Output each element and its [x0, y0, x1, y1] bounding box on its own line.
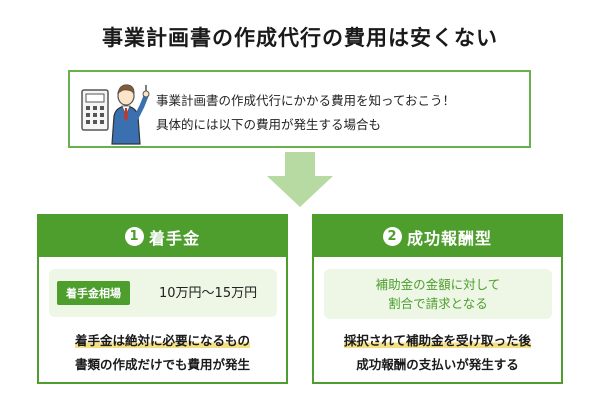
description-line-2: 成功報酬の支払いが発生する: [356, 357, 519, 372]
market-price-label: 着手金相場: [57, 281, 130, 305]
note-line-2: 割合で請求となる: [388, 296, 488, 311]
note-line-1: 補助金の金額に対して: [375, 277, 501, 292]
intro-text-line-1: 事業計画書の作成代行にかかる費用を知っておこう！: [156, 93, 456, 108]
card-header: 2 成功報酬型: [314, 216, 561, 257]
note-panel: 補助金の金額に対して 割合で請求となる: [324, 269, 552, 319]
description-line-2: 書類の作成だけでも費用が発生: [74, 357, 250, 372]
price-panel: 着手金相場 10万円〜15万円: [49, 269, 277, 317]
page-title: 事業計画書の作成代行の費用は安くない: [102, 26, 498, 50]
intro-box: 事業計画書の作成代行にかかる費用を知っておこう！ 具体的には以下の費用が発生する…: [68, 70, 531, 148]
intro-text-line-2: 具体的には以下の費用が発生する場合も: [156, 117, 382, 132]
description-line-1: 採択されて補助金を受け取った後: [343, 333, 532, 348]
card-header: 1 着手金: [39, 216, 286, 257]
card-title: 着手金: [148, 228, 200, 248]
price-range: 10万円〜15万円: [159, 286, 258, 301]
down-arrow-icon: [267, 152, 333, 207]
card-retainer-fee: 1 着手金 着手金相場 10万円〜15万円 着手金は絶対に必要になるもの 書類の…: [37, 214, 288, 384]
businessman-with-calculator-icon: [81, 84, 150, 145]
number-badge: 2: [382, 227, 402, 246]
number-badge: 1: [124, 227, 144, 246]
card-success-fee: 2 成功報酬型 補助金の金額に対して 割合で請求となる 採択されて補助金を受け取…: [312, 214, 563, 384]
description-line-1: 着手金は絶対に必要になるもの: [74, 333, 250, 348]
card-title: 成功報酬型: [406, 228, 492, 248]
